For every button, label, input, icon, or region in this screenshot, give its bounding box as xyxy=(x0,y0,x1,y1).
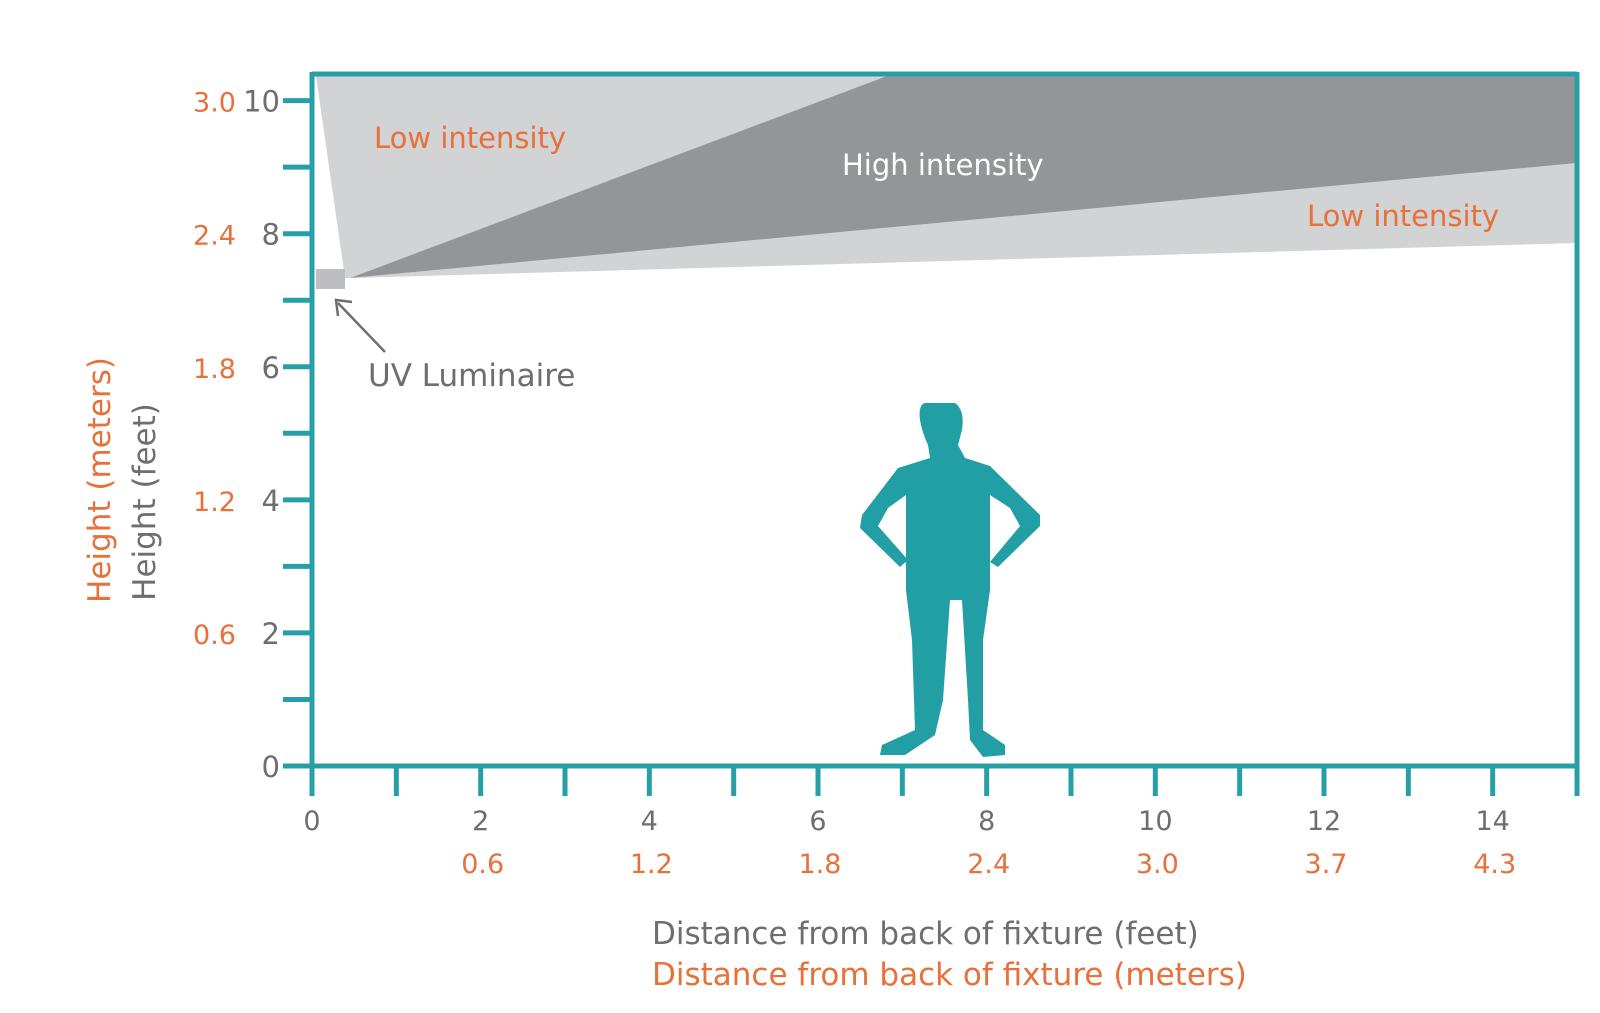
y-tick-label-meters: 1.2 xyxy=(193,487,236,518)
y-tick-label-meters: 1.8 xyxy=(193,354,236,385)
y-tick-label-feet: 0 xyxy=(262,750,280,784)
x-tick-label-feet: 0 xyxy=(303,806,320,837)
x-tick-label-feet: 4 xyxy=(641,806,658,837)
y-tick-label-feet: 8 xyxy=(262,218,280,252)
x-tick-label-meters: 2.4 xyxy=(967,849,1010,880)
x-tick-label-feet: 12 xyxy=(1307,806,1341,837)
person-silhouette-icon xyxy=(860,403,1040,757)
y-tick-label-meters: 3.0 xyxy=(193,88,236,119)
y-tick-label-feet: 6 xyxy=(262,351,280,385)
uv-luminaire-label: UV Luminaire xyxy=(368,358,575,394)
y-axis-title-feet: Height (feet) xyxy=(127,403,163,601)
uv-luminaire-fixture xyxy=(316,269,345,289)
x-tick-label-meters: 4.3 xyxy=(1473,849,1516,880)
x-tick-label-meters: 1.2 xyxy=(630,849,673,880)
y-tick-label-feet: 2 xyxy=(262,617,280,651)
x-axis-title-feet: Distance from back of fixture (feet) xyxy=(652,916,1199,952)
x-tick-label-meters: 1.8 xyxy=(799,849,842,880)
x-tick-label-feet: 14 xyxy=(1475,806,1509,837)
y-tick-label-meters: 0.6 xyxy=(193,620,236,651)
x-tick-label-feet: 8 xyxy=(978,806,995,837)
y-tick-label-feet: 10 xyxy=(243,85,280,119)
y-axis-ticks: 0 2 0.6 4 1.2 6 1.8 8 2.4 103.0 xyxy=(193,85,312,784)
beam-zones xyxy=(316,76,1577,278)
low-intensity-label-bottom: Low intensity xyxy=(1307,199,1499,233)
x-tick-label-meters: 3.7 xyxy=(1305,849,1348,880)
x-tick-label-meters: 0.6 xyxy=(461,849,504,880)
low-intensity-label-top: Low intensity xyxy=(374,121,566,155)
y-tick-label-feet: 4 xyxy=(262,484,280,518)
high-intensity-label: High intensity xyxy=(842,148,1044,182)
x-tick-label-feet: 2 xyxy=(472,806,489,837)
y-tick-label-meters: 2.4 xyxy=(193,221,236,252)
high-intensity-zone xyxy=(350,76,1577,278)
x-tick-label-feet: 10 xyxy=(1138,806,1172,837)
arrow-icon xyxy=(334,298,386,353)
y-axis-title-meters: Height (meters) xyxy=(82,357,118,603)
low-intensity-zone-top xyxy=(316,76,887,278)
x-tick-label-feet: 6 xyxy=(809,806,826,837)
x-axis-ticks: 0 2 0.6 4 1.2 6 1.8 8 2.4 10 3.0 12 3.7 14 4.3 xyxy=(303,766,1580,880)
x-tick-label-meters: 3.0 xyxy=(1136,849,1179,880)
x-axis-title-meters: Distance from back of fixture (meters) xyxy=(652,957,1247,993)
